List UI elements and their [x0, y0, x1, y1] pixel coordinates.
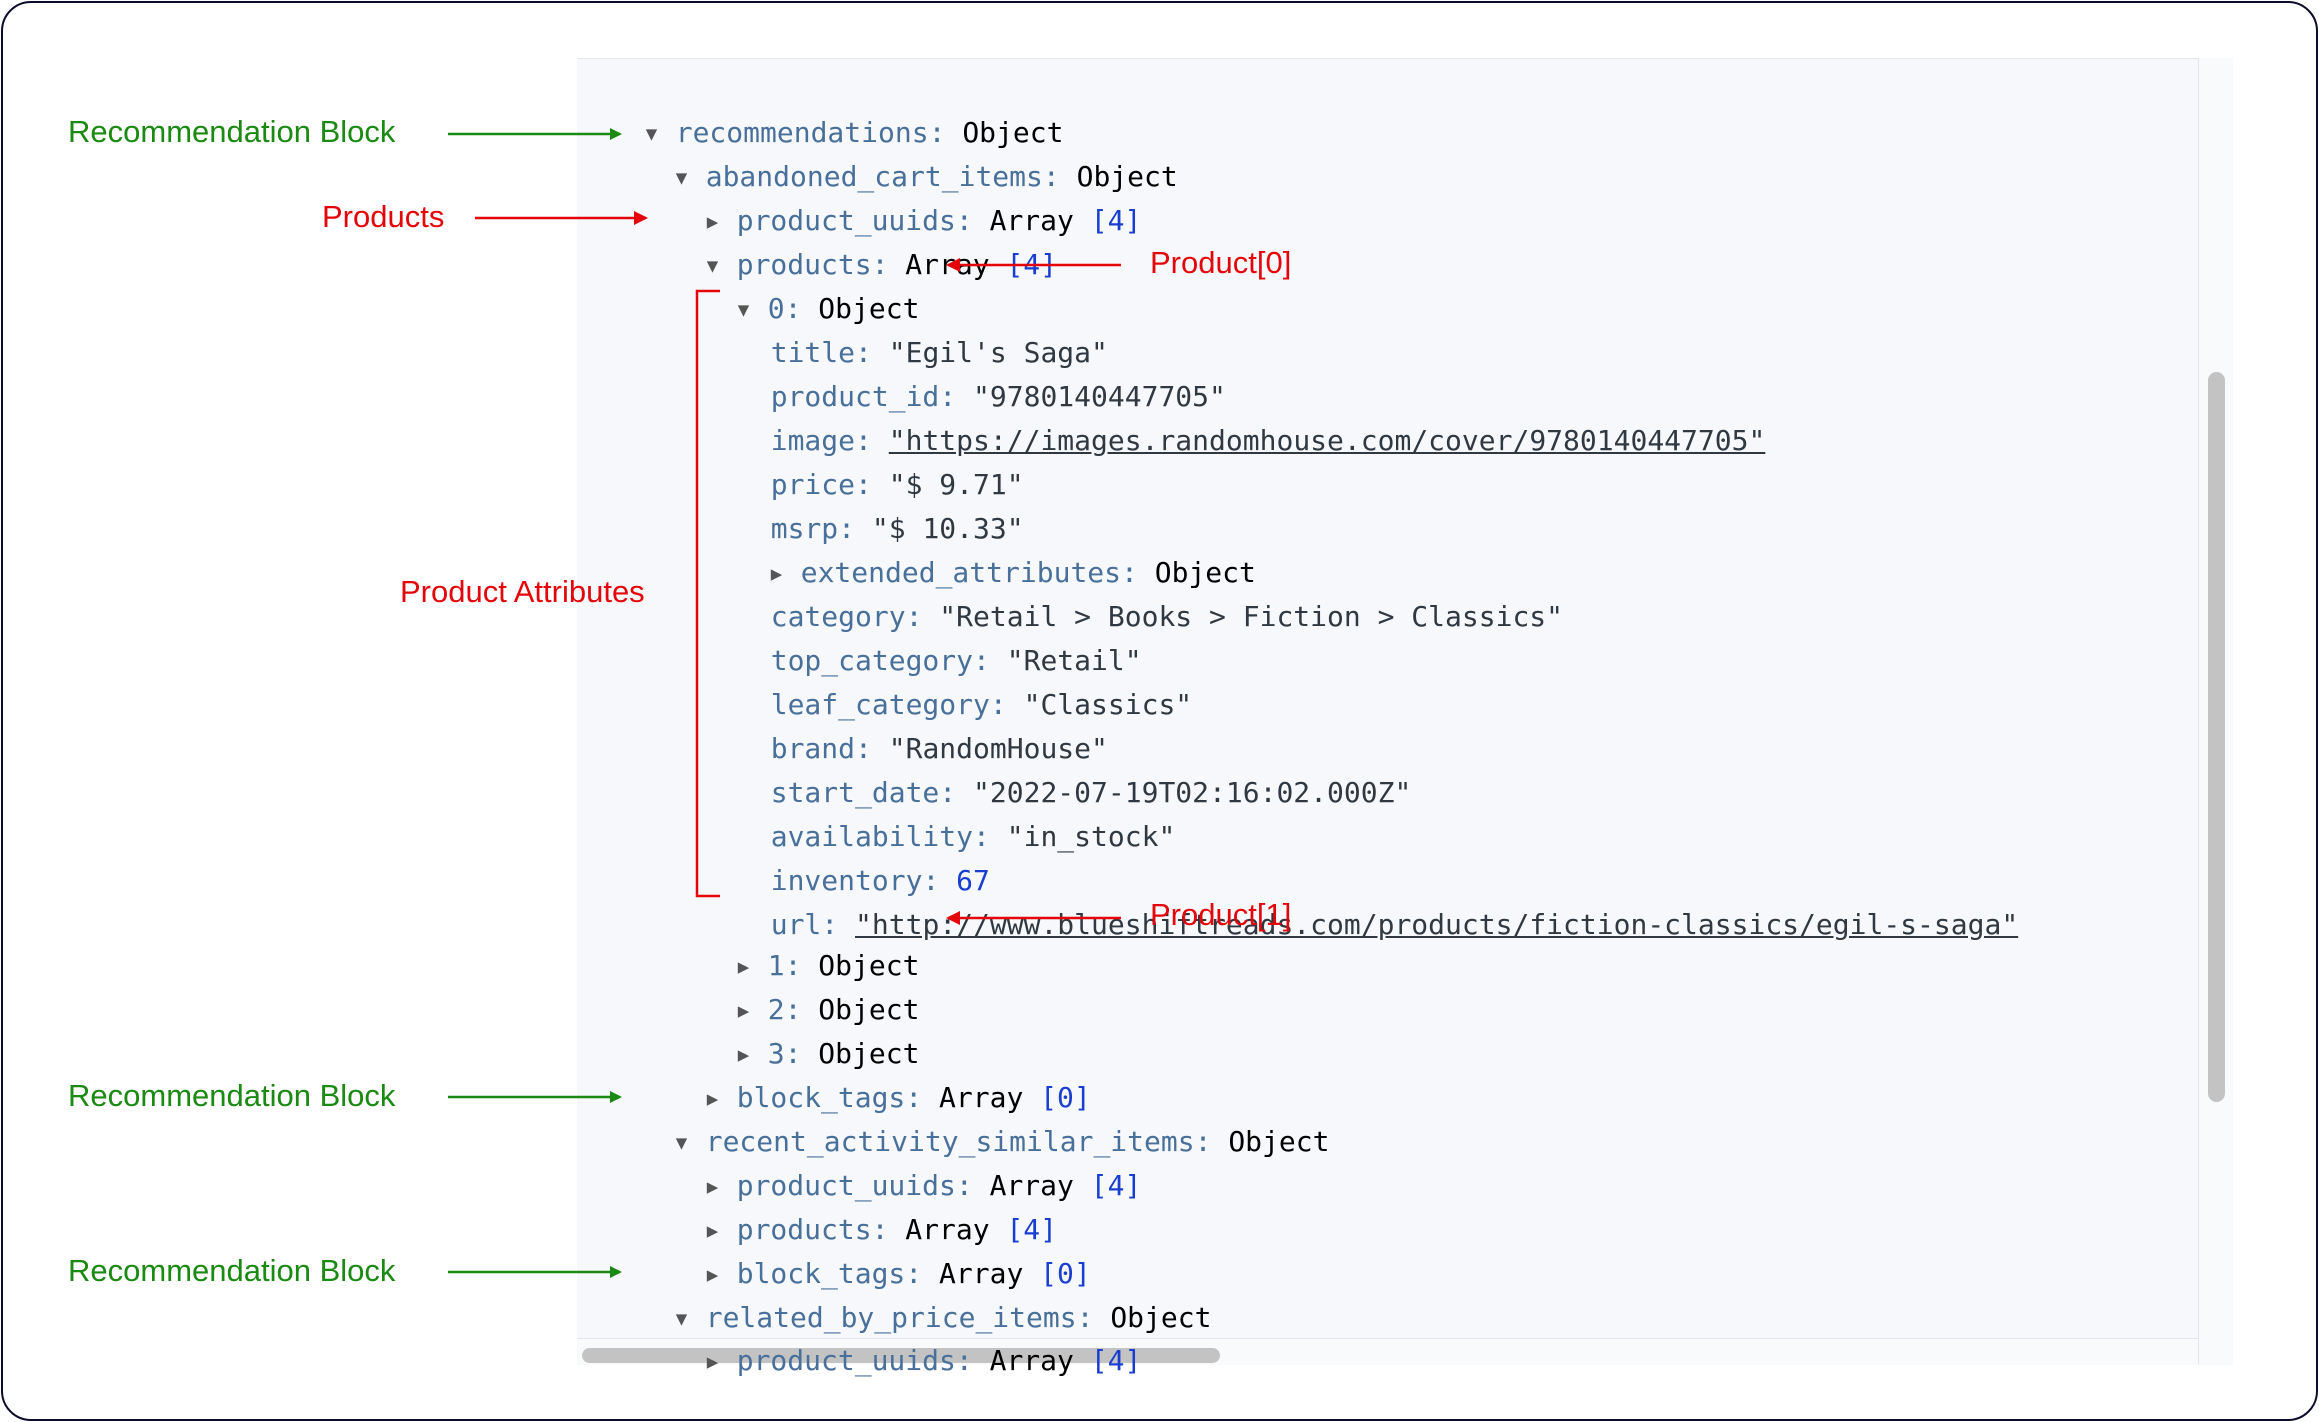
triangle-down-icon[interactable]: ▼: [675, 1132, 688, 1154]
attr-inventory: inventory: 67: [770, 864, 990, 897]
node-key: 3: [767, 1037, 785, 1070]
annotation-products: Products: [322, 199, 445, 234]
triangle-right-icon[interactable]: ▶: [706, 1176, 719, 1198]
array-count: [0]: [1040, 1081, 1091, 1114]
node-key: products: [736, 248, 872, 281]
attr-product-id: product_id: "9780140447705": [770, 380, 1226, 413]
node-value: Array: [939, 1081, 1024, 1114]
tree-node-product-3[interactable]: ▶3: Object: [704, 988, 920, 1070]
node-key: block_tags: [736, 1081, 906, 1114]
node-key: extended_attributes: [800, 556, 1122, 589]
tree-node-products[interactable]: ▶products: Array [4]: [673, 1164, 1057, 1246]
attr-start-date: start_date: "2022-07-19T02:16:02.000Z": [770, 776, 1412, 809]
node-value: Array: [939, 1257, 1024, 1290]
triangle-right-icon[interactable]: ▶: [770, 563, 783, 585]
image-link[interactable]: "https://images.randomhouse.com/cover/97…: [888, 424, 1766, 457]
tree-node-related-by-price-items[interactable]: ▼related_by_price_items: Object: [642, 1252, 1212, 1334]
array-count: [0]: [1040, 1257, 1091, 1290]
node-value: Array: [905, 1213, 990, 1246]
vertical-scrollbar-thumb[interactable]: [2208, 372, 2225, 1102]
annotation-recommendation-block: Recommendation Block: [68, 114, 396, 149]
node-key: product_uuids: [736, 1344, 956, 1377]
attr-category: category: "Retail > Books > Fiction > Cl…: [770, 600, 1564, 633]
triangle-down-icon[interactable]: ▼: [675, 167, 688, 189]
node-key: block_tags: [736, 1257, 906, 1290]
attributes-bracket: [695, 289, 720, 898]
array-count: [4]: [1090, 1169, 1142, 1202]
node-key: products: [736, 1213, 872, 1246]
attr-url: url: "http://www.blueshiftreads.com/prod…: [770, 908, 2019, 941]
node-value: Object: [818, 1037, 920, 1070]
attr-brand: brand: "RandomHouse": [770, 732, 1108, 765]
node-value: Object: [818, 993, 920, 1026]
tree-node-product-2[interactable]: ▶2: Object: [704, 944, 920, 1026]
tree-node-block-tags[interactable]: ▶block_tags: Array [0]: [673, 1032, 1091, 1114]
attr-title: title: "Egil's Saga": [770, 336, 1108, 369]
node-value: Object: [1154, 556, 1256, 589]
tree-node-extended-attributes[interactable]: ▶extended_attributes: Object: [737, 507, 1256, 589]
horizontal-scrollbar-thumb[interactable]: [582, 1348, 1220, 1363]
attr-top-category: top_category: "Retail": [770, 644, 1142, 677]
node-value: Object: [818, 949, 920, 982]
annotation-recommendation-block: Recommendation Block: [68, 1078, 396, 1113]
triangle-right-icon[interactable]: ▶: [706, 1088, 719, 1110]
node-key: product_uuids: [736, 204, 956, 237]
tree-node-product-uuids[interactable]: ▶product_uuids: Array [4]: [673, 155, 1142, 237]
tree-node-product-uuids[interactable]: ▶product_uuids: Array [4]: [673, 1120, 1142, 1202]
attr-availability: availability: "in_stock": [770, 820, 1176, 853]
array-count: [4]: [1090, 1344, 1142, 1377]
node-value: Array: [989, 1169, 1074, 1202]
triangle-right-icon[interactable]: ▶: [737, 1044, 750, 1066]
node-key: recommendations: [675, 116, 929, 149]
array-count: [4]: [1006, 1213, 1058, 1246]
triangle-right-icon[interactable]: ▶: [706, 1220, 719, 1242]
tree-node-abandoned-cart-items[interactable]: ▼abandoned_cart_items: Object: [642, 111, 1178, 193]
triangle-down-icon[interactable]: ▼: [706, 255, 719, 277]
triangle-right-icon[interactable]: ▶: [706, 1264, 719, 1286]
attr-leaf-category: leaf_category: "Classics": [770, 688, 1193, 721]
url-link[interactable]: "http://www.blueshiftreads.com/products/…: [855, 908, 2019, 941]
node-key: related_by_price_items: [705, 1301, 1077, 1334]
triangle-right-icon[interactable]: ▶: [706, 1351, 719, 1373]
node-value: Object: [1110, 1301, 1212, 1334]
array-count: [4]: [1090, 204, 1142, 237]
node-key: recent_activity_similar_items: [705, 1125, 1195, 1158]
tree-node-product-1[interactable]: ▶1: Object: [704, 900, 920, 982]
tree-node-block-tags[interactable]: ▶block_tags: Array [0]: [673, 1208, 1091, 1290]
tree-node-recommendations[interactable]: ▼recommendations: Object: [612, 67, 1064, 149]
annotation-recommendation-block: Recommendation Block: [68, 1253, 396, 1288]
node-key: abandoned_cart_items: [705, 160, 1043, 193]
triangle-right-icon[interactable]: ▶: [737, 1000, 750, 1022]
attr-price: price: "$ 9.71": [770, 468, 1024, 501]
triangle-right-icon[interactable]: ▶: [706, 211, 719, 233]
attr-msrp: msrp: "$ 10.33": [770, 512, 1024, 545]
triangle-down-icon[interactable]: ▼: [645, 123, 658, 145]
node-value: Object: [1076, 160, 1178, 193]
json-viewer-panel: [577, 58, 2233, 1365]
triangle-down-icon[interactable]: ▼: [675, 1308, 688, 1330]
node-key: product_uuids: [736, 1169, 956, 1202]
annotation-product-1: Product[1]: [1150, 897, 1292, 932]
node-key: 2: [767, 993, 785, 1026]
node-key: 1: [767, 949, 785, 982]
node-value: Object: [818, 292, 920, 325]
tree-node-product-uuids[interactable]: ▶product_uuids: Array [4]: [673, 1295, 1142, 1377]
annotation-product-attributes: Product Attributes: [400, 574, 645, 609]
node-value: Array: [989, 1344, 1074, 1377]
node-value: Array: [989, 204, 1074, 237]
annotation-product-0: Product[0]: [1150, 245, 1292, 280]
tree-node-recent-activity-similar-items[interactable]: ▼recent_activity_similar_items: Object: [642, 1076, 1330, 1158]
node-key: 0: [767, 292, 785, 325]
triangle-down-icon[interactable]: ▼: [737, 299, 750, 321]
node-value: Object: [1228, 1125, 1330, 1158]
node-value: Object: [962, 116, 1064, 149]
triangle-right-icon[interactable]: ▶: [737, 956, 750, 978]
tree-node-product-0[interactable]: ▼0: Object: [704, 243, 920, 325]
attr-image: image: "https://images.randomhouse.com/c…: [770, 424, 1766, 457]
